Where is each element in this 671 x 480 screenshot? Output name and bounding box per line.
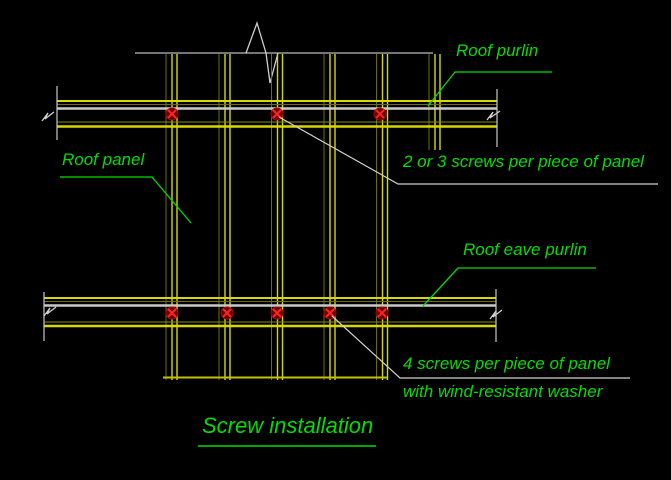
drawing-title: Screw installation xyxy=(202,413,374,438)
break-mark-right xyxy=(486,110,501,121)
break-mark-left xyxy=(41,111,55,122)
screw-marker xyxy=(373,107,387,121)
screw-marker xyxy=(165,107,179,121)
roof-panel-label: Roof panel xyxy=(62,150,145,169)
roof-panel-leader xyxy=(60,176,192,224)
break-mark-left xyxy=(43,306,57,317)
screw-marker xyxy=(165,306,179,320)
leader-lines xyxy=(60,71,658,447)
roof-eave-purlin-leader xyxy=(422,267,596,307)
roof-panel-ribs xyxy=(165,54,441,380)
break-mark-right xyxy=(489,309,503,320)
bottom-screws-note-line2: with wind-resistant washer xyxy=(403,382,603,401)
screw-marker xyxy=(220,306,234,320)
roof-purlin-leader xyxy=(427,71,552,107)
screw-marker xyxy=(375,306,389,320)
roof-eave-purlin-label: Roof eave purlin xyxy=(463,240,587,259)
roof-purlin-label: Roof purlin xyxy=(456,41,539,60)
top-screws-leader xyxy=(278,116,658,185)
screw-marker xyxy=(323,306,337,320)
panel-top-edge xyxy=(135,20,433,84)
break-symbol xyxy=(245,20,279,84)
bottom-purlin xyxy=(43,289,503,342)
bottom-screws-leader xyxy=(331,315,630,379)
top-screws-note: 2 or 3 screws per piece of panel xyxy=(403,152,644,171)
bottom-screws-note-line1: 4 screws per piece of panel xyxy=(403,354,610,373)
screw-markers xyxy=(165,107,389,320)
screw-marker xyxy=(270,306,284,320)
